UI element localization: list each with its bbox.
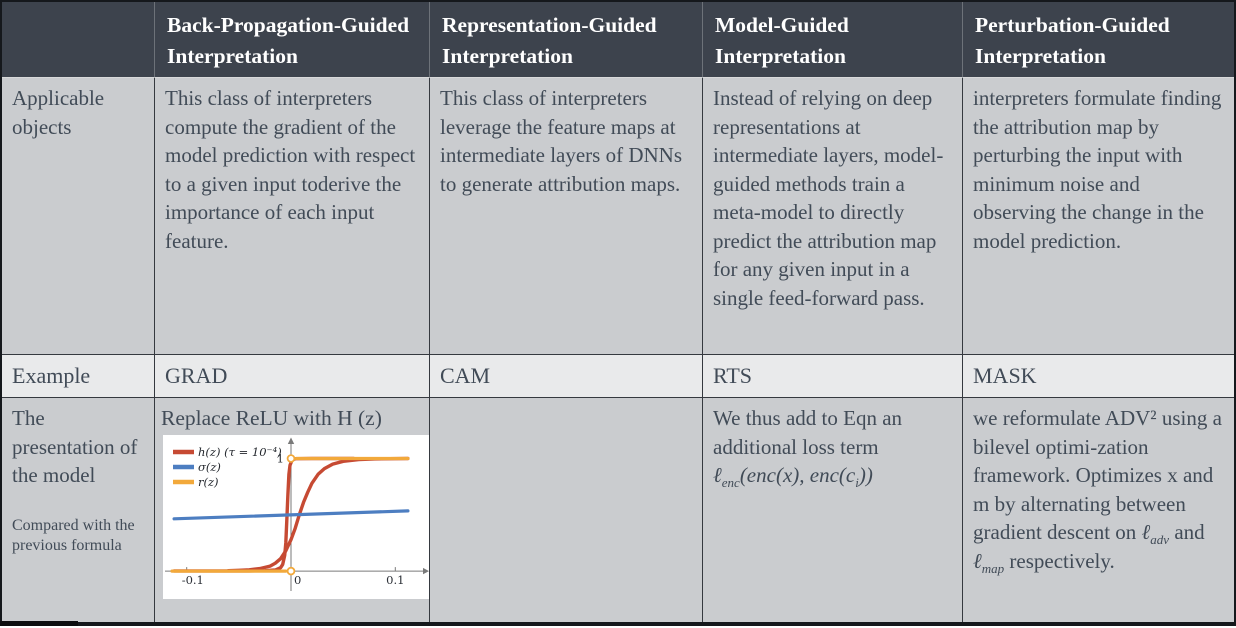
header-model-guided: Model-Guided Interpretation bbox=[703, 2, 963, 78]
svg-text:σ(z): σ(z) bbox=[198, 460, 221, 474]
presentation-sublabel: Compared with the previous formula bbox=[12, 516, 135, 555]
adv-text-3: respectively. bbox=[1004, 548, 1115, 573]
cell-presentation-model: We thus add to Eqn an additional loss te… bbox=[703, 398, 963, 622]
relu-replacement-title: Replace ReLU with H (z) bbox=[161, 406, 382, 430]
bottom-left-border-bar bbox=[0, 621, 78, 626]
cell-presentation-representation bbox=[430, 398, 703, 622]
cell-applicable-representation: This class of interpreters leverage the … bbox=[430, 78, 703, 355]
adv-text-2: and bbox=[1169, 520, 1205, 545]
ell-adv-symbol: ℓ bbox=[1141, 520, 1151, 545]
formula-middle: (enc(x), enc(c bbox=[739, 463, 856, 488]
ell-map-subscript: map bbox=[981, 560, 1005, 576]
cell-example-cam: CAM bbox=[430, 355, 703, 398]
ell-symbol: ℓ bbox=[713, 463, 722, 488]
cell-presentation-perturbation: we reformulate ADV² using a bilevel opti… bbox=[963, 398, 1234, 622]
adv-text-1: we reformulate ADV² using a bilevel opti… bbox=[973, 406, 1222, 545]
header-corner-cell bbox=[2, 2, 155, 78]
cell-example-rts: RTS bbox=[703, 355, 963, 398]
enc-loss-formula: ℓenc(enc(x), enc(ci)) bbox=[713, 461, 954, 490]
svg-text:r(z): r(z) bbox=[198, 475, 219, 489]
presentation-label: The presentation of the model bbox=[12, 406, 138, 488]
svg-text:0.1: 0.1 bbox=[386, 573, 404, 587]
row-label-presentation: The presentation of the model Compared w… bbox=[2, 398, 155, 622]
header-back-propagation: Back-Propagation-Guided Interpretation bbox=[155, 2, 430, 78]
svg-text:-0.1: -0.1 bbox=[182, 573, 204, 587]
ell-map-symbol: ℓ bbox=[973, 548, 982, 573]
c-subscript: i bbox=[855, 475, 859, 491]
svg-text:1: 1 bbox=[277, 452, 284, 466]
model-loss-text: We thus add to Eqn an additional loss te… bbox=[713, 406, 903, 459]
formula-end: )) bbox=[858, 463, 873, 488]
row-label-applicable-objects: Applicable objects bbox=[2, 78, 155, 355]
cell-applicable-model: Instead of relying on deep representatio… bbox=[703, 78, 963, 355]
relu-chart-svg: -0.1 0 0.1 1h(z) (τ = 10⁻⁴)σ(z)r(z) bbox=[165, 437, 429, 592]
header-perturbation: Perturbation-Guided Interpretation bbox=[963, 2, 1234, 78]
header-representation: Representation-Guided Interpretation bbox=[430, 2, 703, 78]
cell-example-grad: GRAD bbox=[155, 355, 430, 398]
cell-example-mask: MASK bbox=[963, 355, 1234, 398]
cell-applicable-backprop: This class of interpreters compute the g… bbox=[155, 78, 430, 355]
svg-text:h(z) (τ = 10⁻⁴): h(z) (τ = 10⁻⁴) bbox=[198, 445, 282, 459]
ell-adv-subscript: adv bbox=[1150, 532, 1170, 548]
svg-text:0: 0 bbox=[294, 573, 301, 587]
cell-applicable-perturbation: interpreters formulate finding the attri… bbox=[963, 78, 1234, 355]
ell-subscript: enc bbox=[721, 475, 740, 491]
row-label-example: Example bbox=[2, 355, 155, 398]
